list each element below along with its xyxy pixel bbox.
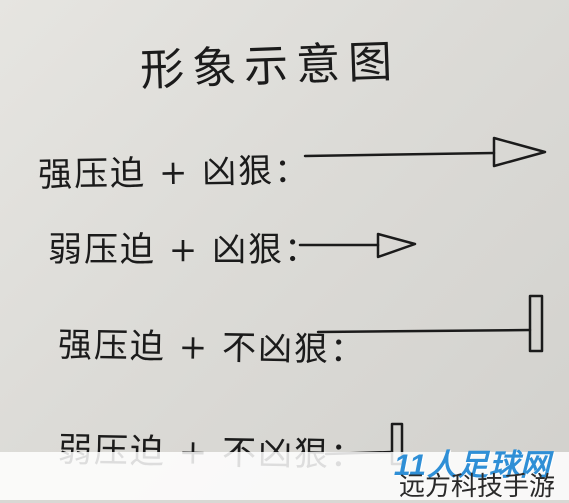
watermark-band: [0, 452, 569, 500]
long-bar-end: [316, 294, 544, 353]
long-triangle-arrow: [303, 136, 547, 168]
watermark-logo: 11人足球网: [393, 449, 551, 482]
row-label-weak-fierce: 弱压迫 + 凶狠：: [48, 230, 321, 270]
short-triangle-arrow: [298, 232, 417, 259]
watermark-caption: 远方科技手游: [398, 471, 555, 501]
